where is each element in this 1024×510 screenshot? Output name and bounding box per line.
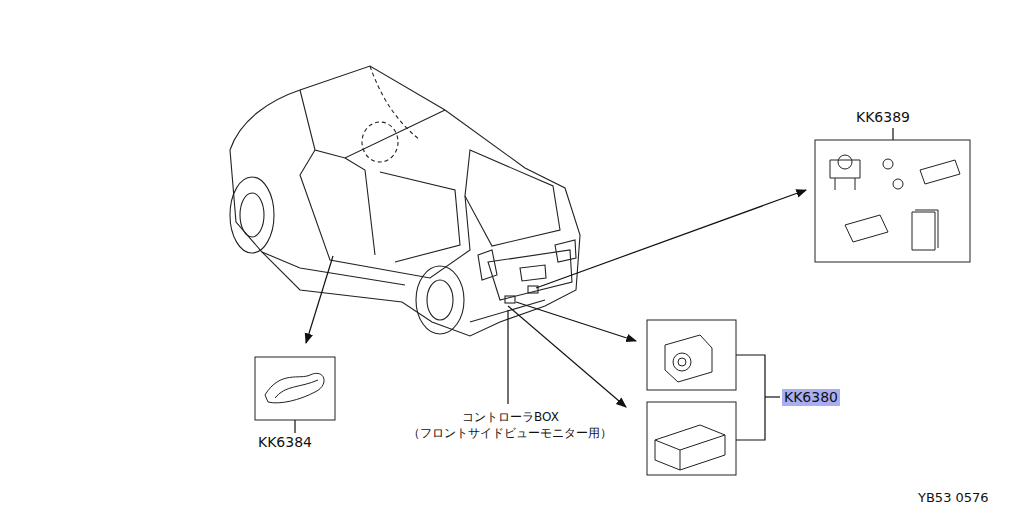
car-drawing [230, 66, 580, 336]
part-number: KK6380 [782, 389, 840, 406]
part-note: （フロントサイドビューモニター用） [408, 426, 612, 440]
part-frames [255, 140, 970, 475]
leader-arrows [295, 128, 893, 440]
part-number: KK6389 [856, 109, 910, 126]
part-name: コントローラBOX [462, 410, 559, 424]
diagram-code: YB53 0576 [918, 490, 989, 506]
part-icons [265, 155, 960, 470]
part-number: KK6384 [258, 434, 312, 451]
